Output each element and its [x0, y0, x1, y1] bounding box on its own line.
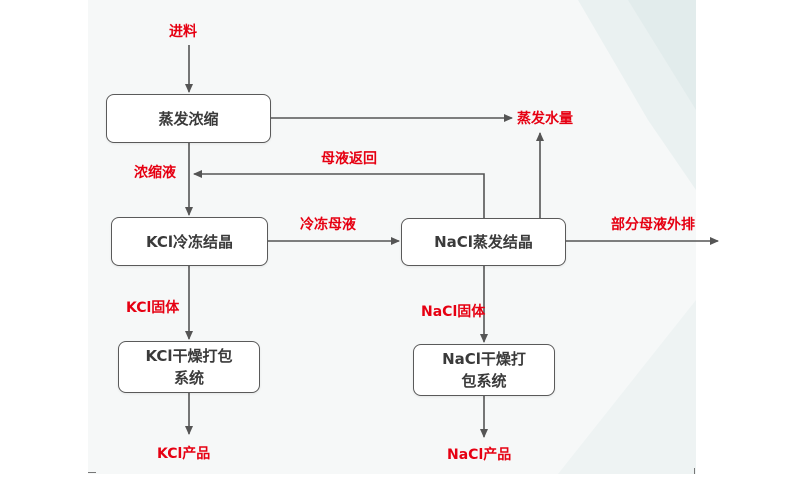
node-nacl-evaporation-crystallization: NaCl蒸发结晶: [401, 218, 566, 266]
label-evaporated-water: 蒸发水量: [517, 111, 573, 127]
corner-mark-right: [694, 468, 695, 474]
node-nacl-dry-pack: NaCl干燥打 包系统: [413, 344, 555, 396]
node-evaporation: 蒸发浓缩: [106, 94, 271, 143]
label-nacl-solid: NaCl固体: [421, 304, 486, 320]
node-kcl-cooling-crystallization: KCl冷冻结晶: [111, 217, 268, 266]
corner-mark-left: [88, 472, 96, 473]
node-kcl-dry-pack: KCl干燥打包 系统: [118, 341, 260, 393]
arrow-mother-liquor-return: [193, 170, 485, 218]
label-feed: 进料: [169, 24, 197, 40]
label-mother-liquor-return: 母液返回: [321, 151, 377, 167]
label-partial-discharge: 部分母液外排: [611, 217, 695, 233]
label-kcl-product: KCl产品: [157, 446, 211, 462]
label-concentrate: 浓缩液: [134, 165, 176, 181]
label-nacl-product: NaCl产品: [447, 447, 512, 463]
label-cooling-mother-liquor: 冷冻母液: [300, 217, 356, 233]
label-kcl-solid: KCl固体: [126, 300, 180, 316]
